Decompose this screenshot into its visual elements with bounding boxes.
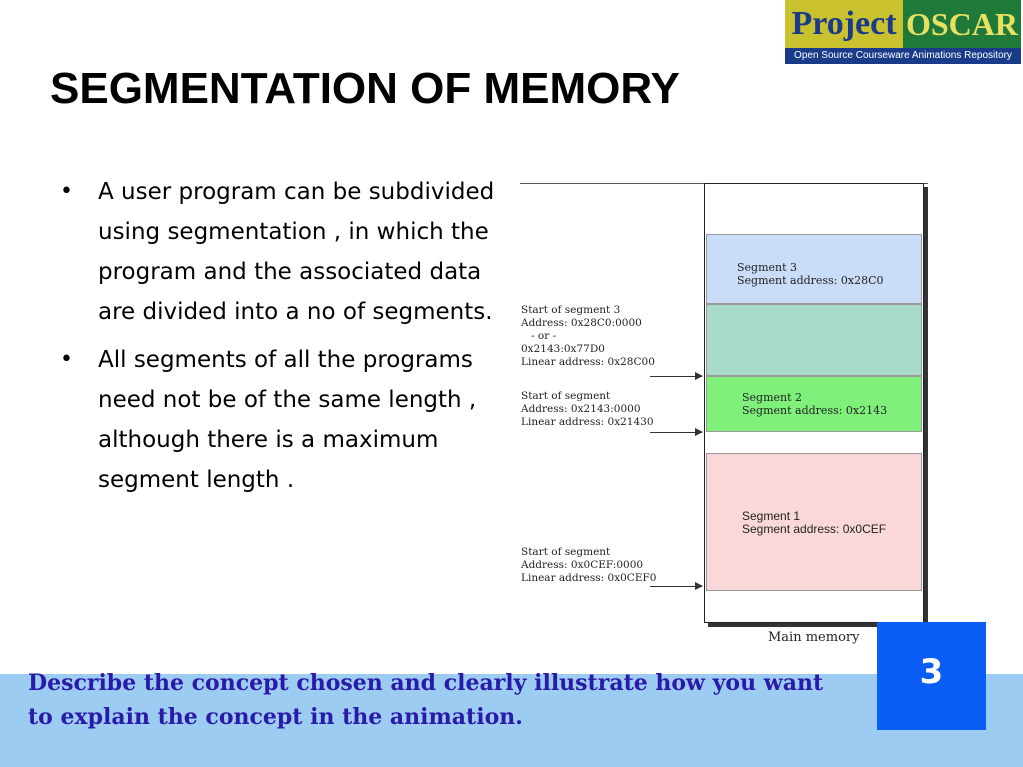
segment-1-start-arrow bbox=[650, 582, 703, 590]
segment-1-label: Segment 1 Segment address: 0x0CEF bbox=[742, 509, 887, 536]
segment-1-start-annotation: Start of segment Address: 0x0CEF:0000 Li… bbox=[521, 546, 657, 584]
footer-instruction: Describe the concept chosen and clearly … bbox=[28, 670, 824, 730]
bullet-list: • A user program can be subdivided using… bbox=[58, 172, 508, 508]
bullet-marker: • bbox=[60, 179, 73, 204]
bullet-item: • All segments of all the programs need … bbox=[58, 340, 508, 500]
segment-2-block: Segment 2 Segment address: 0x2143 bbox=[706, 376, 922, 432]
slide-title: SEGMENTATION OF MEMORY bbox=[50, 64, 680, 113]
logo-tagline: Open Source Courseware Animations Reposi… bbox=[785, 48, 1021, 64]
logo-word-oscar: OSCAR bbox=[903, 0, 1021, 48]
segment-2-label: Segment 2 Segment address: 0x2143 bbox=[742, 391, 888, 417]
project-oscar-logo: Project OSCAR Open Source Courseware Ani… bbox=[785, 0, 1021, 64]
bullet-marker: • bbox=[60, 347, 73, 372]
segment-3-extension-block bbox=[706, 304, 922, 376]
page-number: 3 bbox=[919, 652, 944, 692]
bullet-text: A user program can be subdivided using s… bbox=[98, 179, 495, 325]
segment-2-start-arrow bbox=[650, 428, 703, 436]
footer-band bbox=[0, 674, 1023, 767]
main-memory-caption: Main memory bbox=[768, 630, 860, 645]
segment-2-start-annotation: Start of segment Address: 0x2143:0000 Li… bbox=[521, 390, 654, 428]
bullet-text: All segments of all the programs need no… bbox=[98, 347, 477, 493]
segment-3-start-arrow bbox=[650, 372, 703, 380]
logo-word-project: Project bbox=[785, 0, 903, 48]
segment-1-block: Segment 1 Segment address: 0x0CEF bbox=[706, 453, 922, 591]
page-number-box: 3 bbox=[877, 622, 986, 730]
segment-3-label: Segment 3 Segment address: 0x28C0 bbox=[737, 261, 884, 287]
segment-3-block: Segment 3 Segment address: 0x28C0 bbox=[706, 234, 922, 304]
bullet-item: • A user program can be subdivided using… bbox=[58, 172, 508, 332]
memory-segmentation-diagram: Segment 3 Segment address: 0x28C0 Segmen… bbox=[518, 180, 938, 650]
logo-wordmark: Project OSCAR bbox=[785, 0, 1021, 48]
segment-3-start-annotation: Start of segment 3 Address: 0x28C0:0000 … bbox=[521, 304, 655, 368]
